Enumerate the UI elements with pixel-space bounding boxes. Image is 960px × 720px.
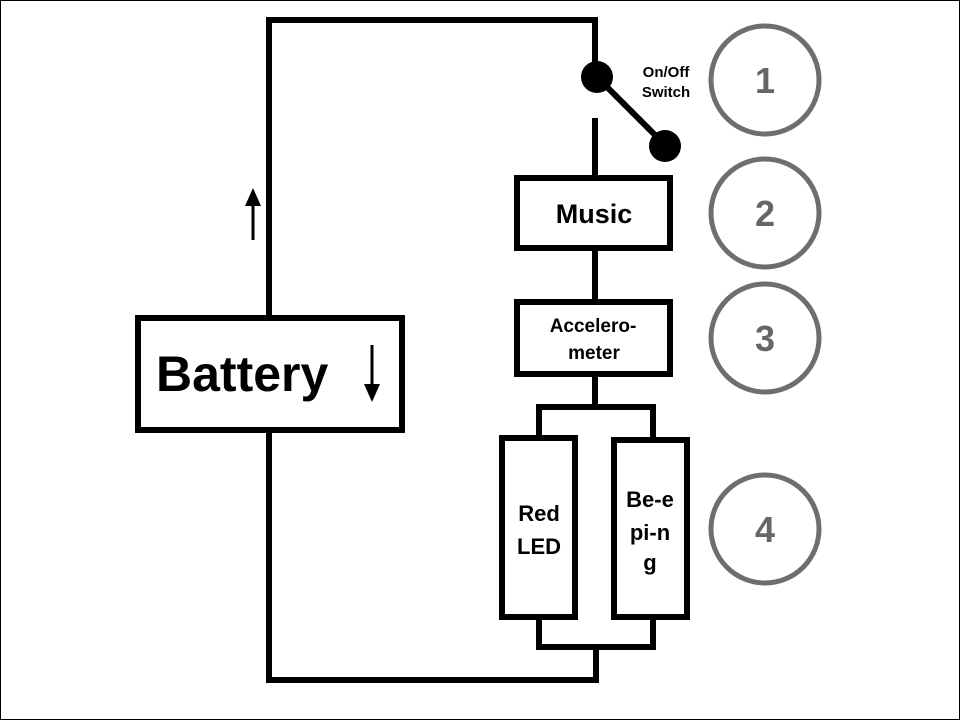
music-box: [514, 175, 673, 251]
step-circle-4: [708, 472, 822, 586]
step-circle-3: [708, 281, 822, 395]
switch-label-line2: Switch: [642, 84, 690, 101]
red-led-label-line2: LED: [517, 534, 561, 559]
step-number-2: 2: [755, 193, 775, 234]
step-markers: 1 2 3 4: [708, 23, 822, 586]
beeping-label-line1: Be-e: [626, 487, 674, 512]
current-arrow-up-icon: [245, 188, 261, 240]
step-circle-1: [708, 23, 822, 137]
music-label: Music: [556, 199, 633, 229]
step-number-1: 1: [755, 60, 775, 101]
switch-contact-bottom: [649, 130, 681, 162]
beeping-box: [611, 437, 690, 620]
switch-contact-top: [581, 61, 613, 93]
red-led-box: [499, 435, 578, 620]
accelerometer-label-line2: meter: [568, 343, 620, 364]
accelerometer-box: [514, 299, 673, 377]
red-led-label-line1: Red: [518, 501, 560, 526]
battery-box: [135, 315, 405, 433]
battery-label: Battery: [156, 346, 328, 402]
beeping-label-line2: pi-n: [630, 520, 670, 545]
step-number-4: 4: [755, 509, 775, 550]
step-circle-2: [708, 156, 822, 270]
switch-label-line1: On/Off: [643, 64, 691, 81]
beeping-label-line3: g: [643, 550, 656, 575]
battery-arrow-down-icon: [364, 345, 380, 402]
accelerometer-label-line1: Accelero-: [550, 316, 637, 337]
step-number-3: 3: [755, 318, 775, 359]
